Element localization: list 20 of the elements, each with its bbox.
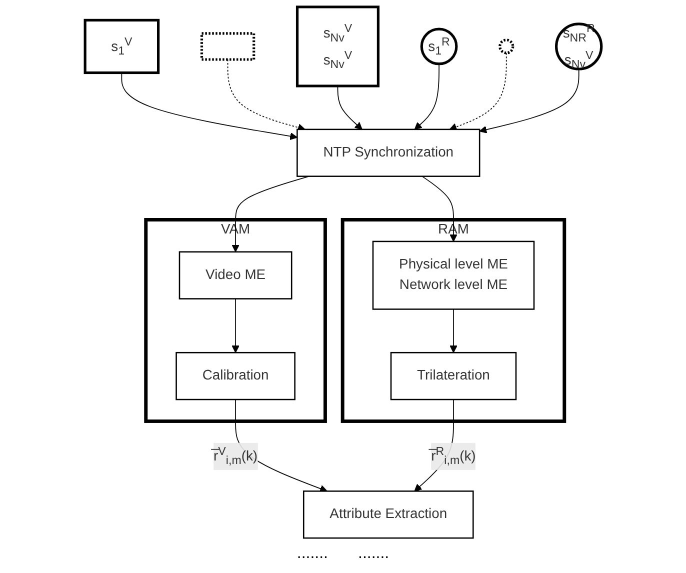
- node-box: Calibration: [175, 352, 296, 400]
- arrow: [479, 68, 580, 134]
- arrow: [232, 298, 240, 353]
- node-box: Attribute Extraction: [302, 490, 474, 539]
- arrow: [232, 176, 310, 252]
- edge-label: r̅$^{R}$$_{i,m}$(k): [430, 444, 476, 467]
- arrow: [337, 86, 362, 130]
- ellipsis-dots: .......: [358, 545, 390, 564]
- arrow: [414, 63, 440, 130]
- node-box: Physical level ME Network level ME: [372, 240, 534, 310]
- arrow: [449, 308, 458, 353]
- edge-label: r̅$^{V}$$_{i,m}$(k): [213, 444, 258, 467]
- node-box: [200, 32, 255, 61]
- arrow: [121, 72, 298, 140]
- node-box: Video ME: [178, 251, 292, 300]
- node-circle: [498, 38, 514, 54]
- node-box: Trilateration: [390, 352, 516, 400]
- arrow: [449, 52, 507, 131]
- node-box: NTP Synchronization: [296, 128, 480, 177]
- ellipsis-dots: .......: [296, 545, 328, 564]
